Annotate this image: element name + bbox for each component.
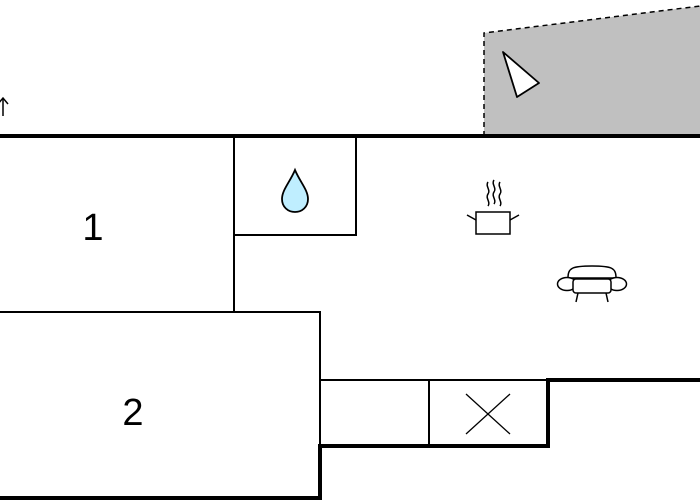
north-arrow-icon bbox=[0, 96, 9, 116]
room-2-wall bbox=[0, 311, 321, 446]
terrace-area bbox=[484, 6, 700, 136]
outer-wall-right bbox=[0, 378, 700, 500]
room-2-label: 2 bbox=[122, 392, 143, 434]
sofa-icon bbox=[556, 265, 628, 303]
cooking-pot-icon bbox=[466, 179, 520, 235]
bathroom-wall bbox=[234, 136, 357, 236]
room-1-label: 1 bbox=[82, 207, 103, 249]
cross-icon bbox=[465, 393, 511, 435]
water-drop-icon bbox=[281, 167, 309, 213]
triangle-pointer-icon bbox=[502, 51, 540, 98]
terrace-outline bbox=[483, 5, 700, 136]
